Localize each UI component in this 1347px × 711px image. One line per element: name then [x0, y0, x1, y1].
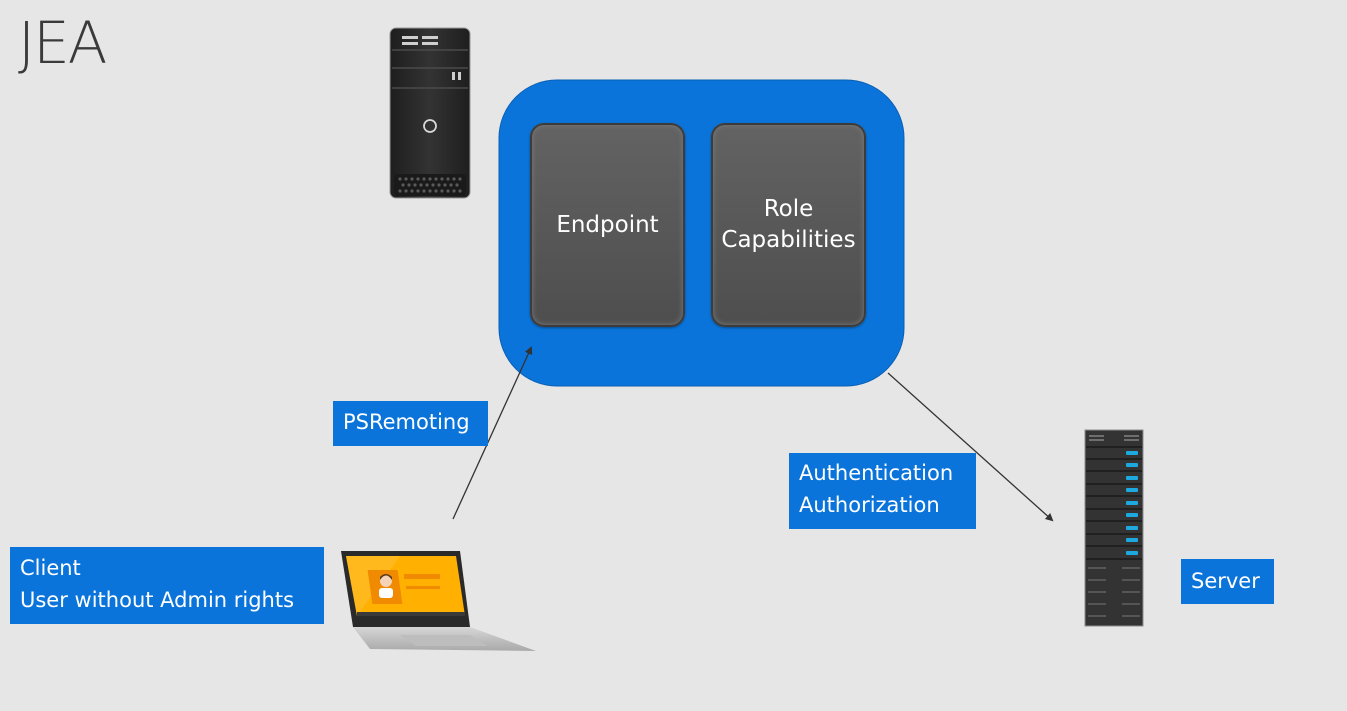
page-title: JEA	[18, 9, 107, 77]
server-text: Server	[1191, 569, 1260, 593]
psremoting-arrow	[452, 346, 533, 520]
client-description-text: User without Admin rights	[20, 588, 295, 612]
role-capabilities-line2: Capabilities	[721, 227, 856, 253]
psremoting-label: PSRemoting	[333, 401, 488, 446]
endpoint-box: Endpoint	[530, 123, 685, 327]
role-capabilities-line1: Role	[763, 196, 814, 222]
client-label: Client User without Admin rights	[10, 547, 324, 624]
authorization-text: Authorization	[799, 493, 940, 517]
auth-label: Authentication Authorization	[789, 453, 976, 529]
authentication-arrow	[887, 372, 1054, 522]
client-text: Client	[20, 556, 81, 580]
role-capabilities-box: Role Capabilities	[711, 123, 866, 327]
psremoting-text: PSRemoting	[343, 410, 470, 434]
server-rack-icon	[1084, 429, 1144, 627]
desktop-tower-icon	[389, 27, 471, 199]
server-label: Server	[1181, 559, 1274, 604]
endpoint-label: Endpoint	[556, 211, 659, 238]
authentication-text: Authentication	[799, 461, 954, 485]
laptop-icon	[341, 551, 536, 651]
